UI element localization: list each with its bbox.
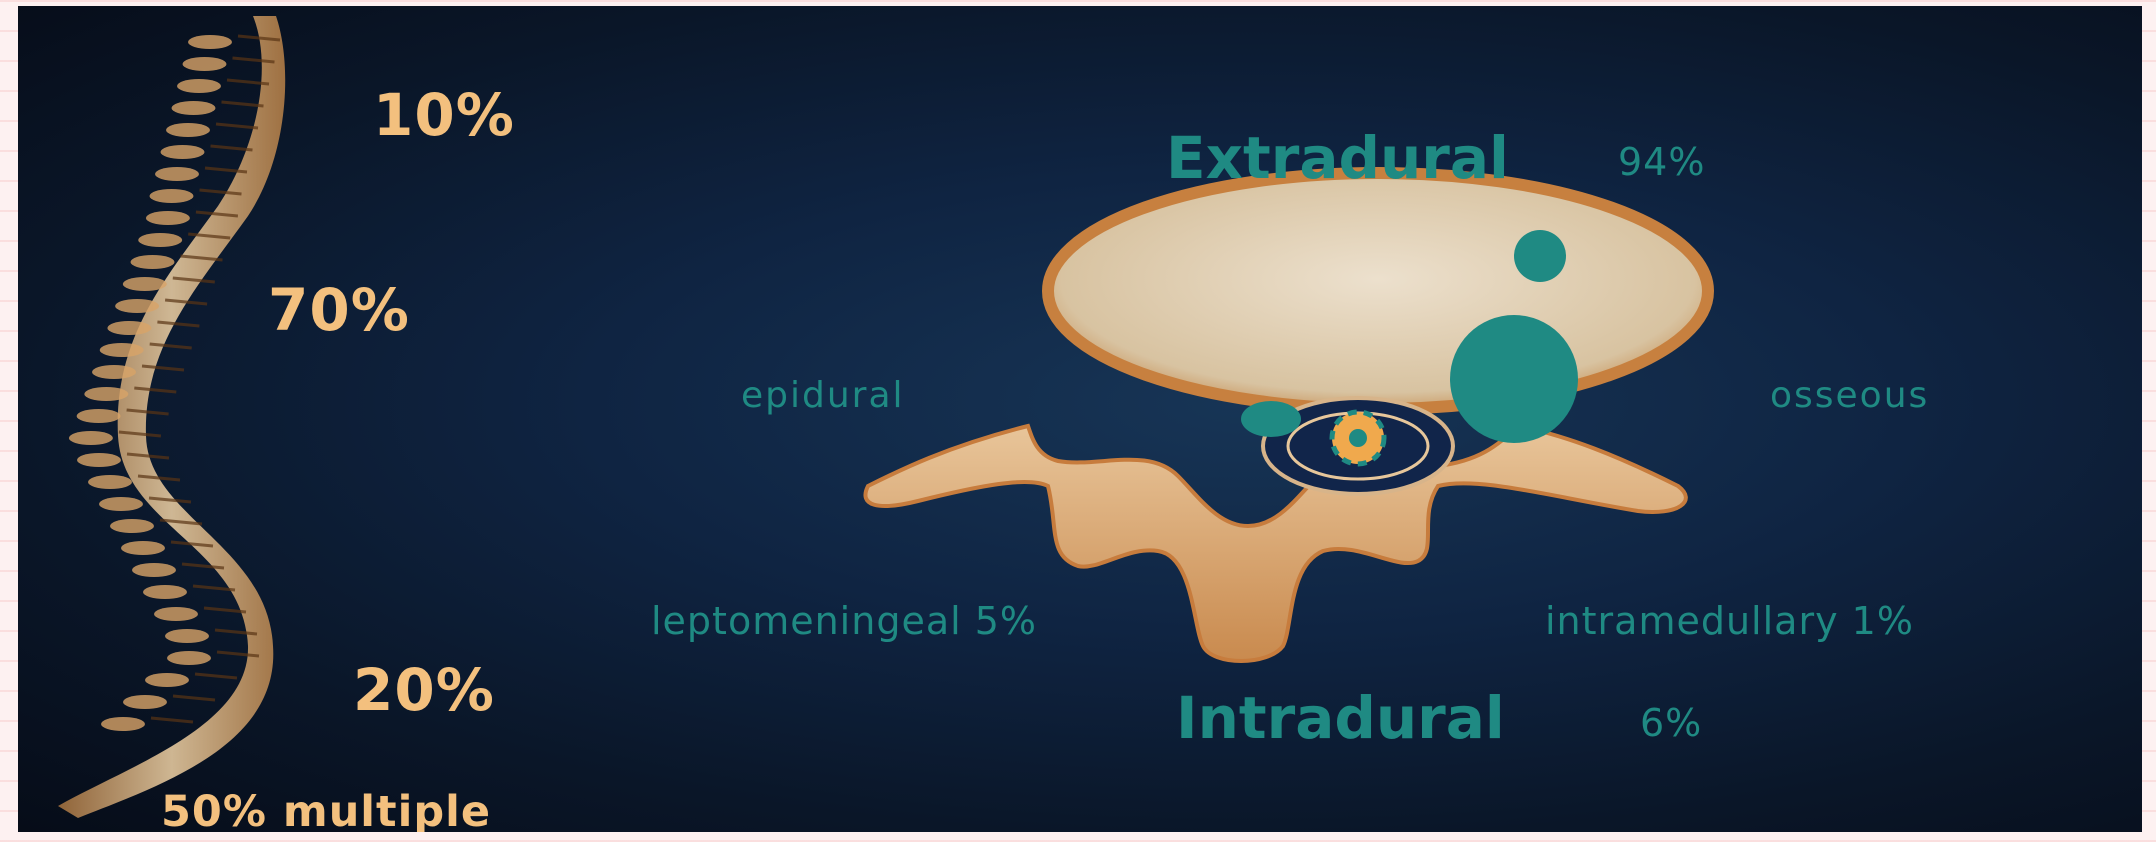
osseous-label: osseous	[1770, 378, 1929, 414]
spine-process	[88, 475, 132, 489]
spine-process	[115, 299, 159, 313]
spine-process	[150, 189, 194, 203]
spine-process	[77, 453, 121, 467]
spine-segment-line	[222, 102, 264, 106]
spine-process	[107, 321, 151, 335]
spine-process	[161, 145, 205, 159]
cervical-percentage: 10%	[373, 86, 515, 144]
spine-process	[123, 277, 167, 291]
spine-process	[121, 541, 165, 555]
spine-process	[132, 563, 176, 577]
intradural-title: Intradural	[1176, 689, 1505, 747]
spine-process	[101, 717, 145, 731]
spine-process	[188, 35, 232, 49]
spine-process	[155, 167, 199, 181]
spinal-canal	[1263, 398, 1453, 494]
spine-process	[69, 431, 113, 445]
spine-process	[110, 519, 154, 533]
osseous-lesion-large	[1450, 315, 1578, 443]
spine-process	[165, 629, 209, 643]
lumbar-percentage: 20%	[353, 661, 495, 719]
spine-process	[167, 651, 211, 665]
spine-process	[99, 497, 143, 511]
spine-process	[143, 585, 187, 599]
epidural-label: epidural	[741, 378, 905, 414]
spine-process	[166, 123, 210, 137]
spine-process	[123, 695, 167, 709]
spine-process	[145, 673, 189, 687]
spine-segment-line	[211, 146, 253, 150]
intramedullary-label: intramedullary 1%	[1545, 602, 1914, 640]
spine-process	[154, 607, 198, 621]
epidural-lesion	[1241, 401, 1301, 437]
spine-segment-line	[151, 718, 193, 722]
spine-process	[84, 387, 128, 401]
spine-segment-line	[160, 520, 202, 524]
thoracic-percentage: 70%	[268, 281, 410, 339]
dark-panel: 10% 70% 20% 50% multiple	[18, 6, 2142, 832]
intramedullary-lesion	[1349, 429, 1367, 447]
spine-process	[138, 233, 182, 247]
spine-segment-line	[204, 608, 246, 612]
spine-process	[177, 79, 221, 93]
spine-process	[100, 343, 144, 357]
extradural-title: Extradural	[1166, 129, 1509, 187]
multiple-label: 50% multiple	[161, 791, 491, 832]
spine-segment-line	[173, 696, 215, 700]
osseous-lesion-small	[1514, 230, 1566, 282]
spine-process	[146, 211, 190, 225]
spinal-cord	[1332, 412, 1384, 464]
extradural-percentage: 94%	[1618, 143, 1705, 181]
leptomeningeal-label: leptomeningeal 5%	[651, 602, 1037, 640]
spine-segment-line	[216, 124, 258, 128]
spine-process	[131, 255, 175, 269]
spine-segment-line	[195, 674, 237, 678]
vertebral-body	[1048, 173, 1708, 409]
intradural-percentage: 6%	[1640, 704, 1702, 742]
spine-process	[183, 57, 227, 71]
spine-process	[92, 365, 136, 379]
spine-process	[172, 101, 216, 115]
spine-process	[77, 409, 121, 423]
